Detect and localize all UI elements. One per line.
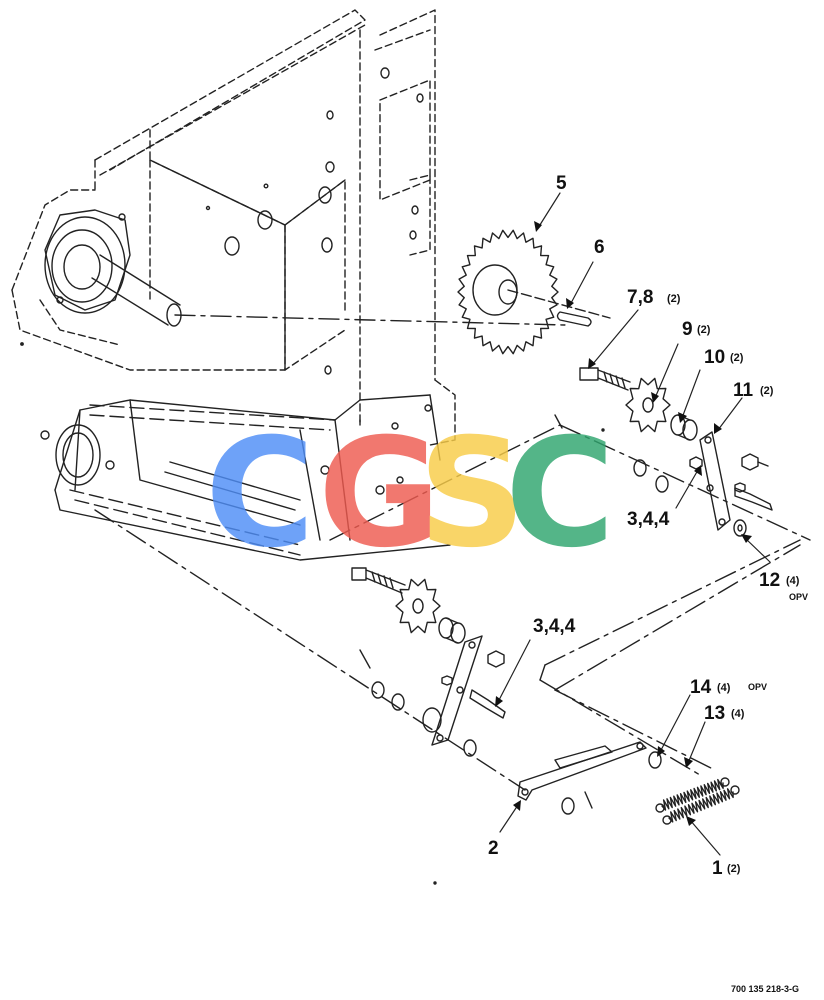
callout-7-8: 7,8 — [627, 287, 653, 308]
callout-7-8-qty: (2) — [667, 293, 681, 305]
callout-1: 1 — [712, 858, 723, 879]
lower-idler-bolt — [351, 567, 406, 594]
chain-path — [69, 404, 336, 556]
callout-12: 12 — [759, 570, 780, 591]
callout-9-qty: (2) — [697, 324, 711, 336]
machine-frame — [11, 9, 456, 446]
lower-frame-bracket — [40, 394, 451, 561]
callout-14: 14 — [690, 677, 712, 698]
callout-11: 11 — [733, 380, 754, 401]
watermark-letter-1: C — [205, 407, 315, 581]
callout-3-4-4-lower: 3,4,4 — [533, 616, 576, 637]
callout-11-qty: (2) — [760, 385, 774, 397]
lower-washers — [371, 681, 662, 815]
figure-number: 700 135 218-3-G — [731, 984, 799, 994]
upper-bolt-small — [689, 456, 773, 511]
leader-lines — [497, 192, 771, 856]
upper-nut — [741, 453, 769, 471]
break-marks — [359, 414, 593, 809]
upper-idler-arm — [699, 431, 731, 531]
watermark-letter-4: C — [505, 407, 615, 581]
upper-idler-sprocket — [625, 377, 671, 433]
callout-12-note: OPV — [789, 592, 808, 602]
lower-nut — [441, 650, 505, 686]
housing-holes — [205, 67, 424, 375]
upper-idler-bolt — [579, 367, 631, 391]
callout-10: 10 — [704, 347, 725, 368]
callout-5: 5 — [556, 173, 567, 194]
callout-3-4-4-upper: 3,4,4 — [627, 509, 670, 530]
callout-13-qty: (4) — [731, 708, 745, 720]
lower-idler-arm — [422, 635, 483, 746]
tension-springs — [655, 777, 740, 825]
callout-14-note: OPV — [748, 682, 767, 692]
lower-bolt-small — [469, 689, 506, 719]
lower-idler-sprocket — [395, 578, 441, 634]
callout-1-qty: (2) — [727, 863, 741, 875]
gearbox-housing — [149, 159, 361, 426]
callout-6: 6 — [594, 237, 605, 258]
callout-13: 13 — [704, 703, 725, 724]
large-sprocket — [457, 229, 611, 355]
callout-12-qty: (4) — [786, 575, 800, 587]
callout-labels: 5 6 7,8 (2) 9 (2) 10 (2) 11 (2) 3,4,4 12… — [488, 173, 808, 994]
watermark: C G S C — [205, 407, 615, 581]
callout-9: 9 — [682, 319, 693, 340]
input-shaft — [91, 254, 566, 327]
callout-14-qty: (4) — [717, 682, 731, 694]
watermark-letter-3: S — [418, 407, 526, 581]
upper-washers — [633, 459, 747, 537]
lower-spacer — [438, 617, 466, 644]
leader-arrowheads — [495, 221, 752, 826]
flange-bearing-upper — [44, 209, 131, 314]
watermark-letter-2: G — [318, 407, 441, 581]
center-lines — [94, 424, 811, 791]
callout-10-qty: (2) — [730, 352, 744, 364]
callout-2: 2 — [488, 838, 499, 859]
key — [556, 311, 592, 327]
spring-bracket — [517, 741, 647, 801]
